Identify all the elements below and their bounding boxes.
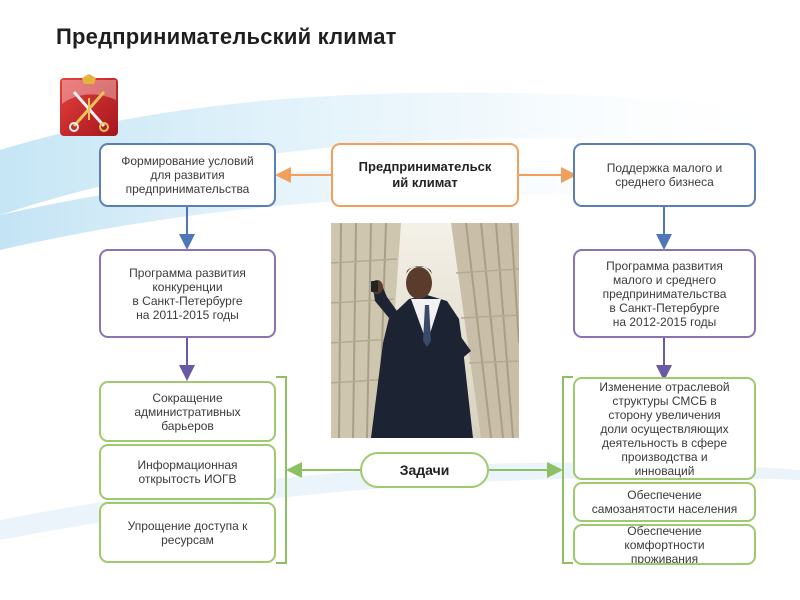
right-task-1-box: Изменение отраслевой структуры СМСБ в ст… xyxy=(573,377,756,480)
left-task-2-label: Информационная открытость ИОГВ xyxy=(137,458,237,486)
left-task-3-box: Упрощение доступа к ресурсам xyxy=(99,502,276,563)
page-title: Предпринимательский климат xyxy=(56,24,397,50)
left-task-2-box: Информационная открытость ИОГВ xyxy=(99,444,276,500)
right-task-2-label: Обеспечение самозанятости населения xyxy=(592,488,737,516)
left-top-box: Формирование условий для развития предпр… xyxy=(99,143,276,207)
left-top-label: Формирование условий для развития предпр… xyxy=(121,154,253,196)
left-task-3-label: Упрощение доступа к ресурсам xyxy=(128,519,248,547)
tasks-label-box: Задачи xyxy=(360,452,489,488)
center-title-label: Предпринимательск ий климат xyxy=(359,159,492,191)
left-program-label: Программа развития конкуренции в Санкт-П… xyxy=(129,266,246,322)
st-petersburg-coat-of-arms-icon xyxy=(58,74,120,138)
right-program-box: Программа развития малого и среднего пре… xyxy=(573,249,756,338)
right-task-2-box: Обеспечение самозанятости населения xyxy=(573,482,756,522)
businessman-photo xyxy=(331,223,519,438)
right-task-3-label: Обеспечение комфортности проживания xyxy=(624,524,704,565)
right-top-label: Поддержка малого и среднего бизнеса xyxy=(607,161,723,189)
right-task-3-box: Обеспечение комфортности проживания xyxy=(573,524,756,565)
left-program-box: Программа развития конкуренции в Санкт-П… xyxy=(99,249,276,338)
left-task-1-label: Сокращение административных барьеров xyxy=(134,391,240,433)
left-task-1-box: Сокращение административных барьеров xyxy=(99,381,276,442)
center-title-box: Предпринимательск ий климат xyxy=(331,143,519,207)
right-task-1-label: Изменение отраслевой структуры СМСБ в ст… xyxy=(599,380,729,478)
right-program-label: Программа развития малого и среднего пре… xyxy=(603,259,727,329)
tasks-label: Задачи xyxy=(400,463,450,477)
right-top-box: Поддержка малого и среднего бизнеса xyxy=(573,143,756,207)
